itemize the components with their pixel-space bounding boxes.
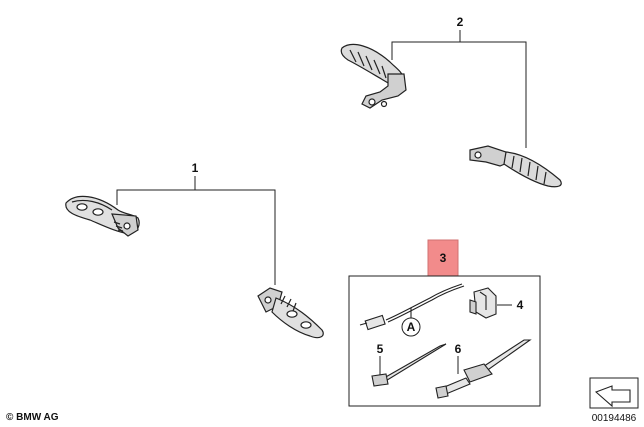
callout-A-label: A xyxy=(407,320,416,334)
callout-1-leader xyxy=(116,176,276,285)
callout-1-label: 1 xyxy=(192,161,199,175)
callout-2-label: 2 xyxy=(457,15,464,29)
callout-A-circle xyxy=(401,317,421,337)
diagram-number: 00194486 xyxy=(592,413,637,424)
cable-tie-mount-illustration xyxy=(435,339,532,399)
cable-tie-illustration xyxy=(371,343,447,387)
callout-2-leader xyxy=(391,30,527,148)
callout-4-label: 4 xyxy=(517,298,524,312)
clip-illustration xyxy=(469,287,497,319)
orientation-arrow-icon xyxy=(589,377,639,409)
footrest-left-lower-illustration xyxy=(257,287,324,339)
copyright-text: © BMW AG xyxy=(6,412,59,423)
callout-3-label: 3 xyxy=(440,251,447,265)
cable-harness-illustration xyxy=(359,283,465,331)
callout-5-label: 5 xyxy=(377,342,384,356)
footrest-right-upper-illustration xyxy=(340,43,407,109)
callout-6-label: 6 xyxy=(455,342,462,356)
callout-3-highlight xyxy=(427,239,459,277)
footrest-left-upper-illustration xyxy=(65,195,140,237)
footrest-right-lower-illustration xyxy=(469,145,562,188)
kit-contents-frame xyxy=(348,275,541,407)
